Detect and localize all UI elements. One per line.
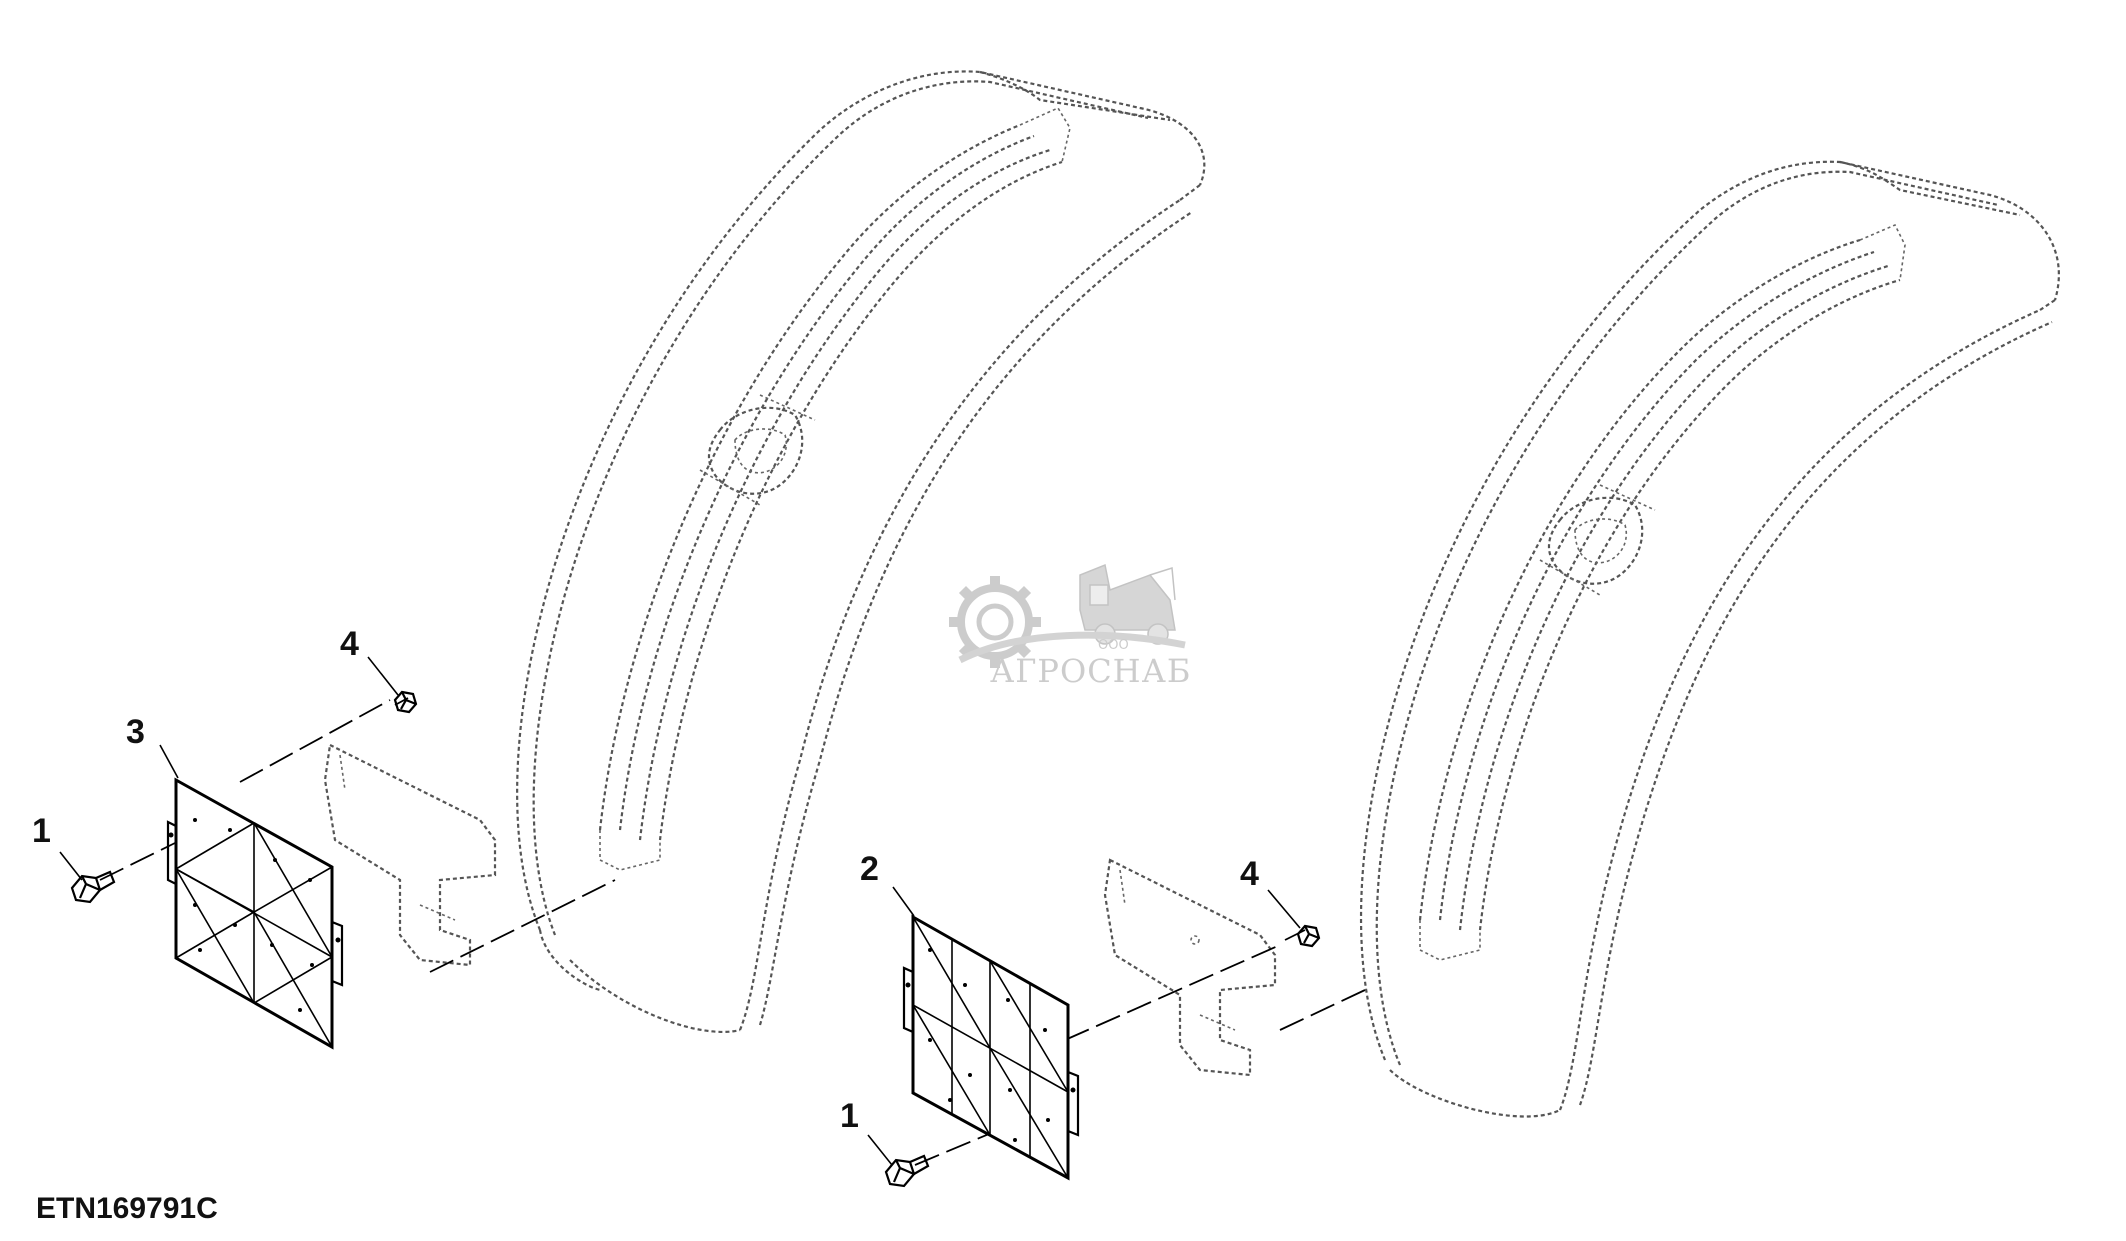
callout-right-nut: 4 [1240,855,1259,893]
callout-left-reflector: 3 [126,713,145,751]
watermark-logo: ООО АГРОСНАБ [949,563,1191,690]
left-bolt[interactable] [70,870,116,904]
right-mounting-bracket-phantom [1103,858,1277,1077]
left-nut[interactable] [393,690,418,714]
callout-right-bolt: 1 [840,1097,859,1135]
callout-right-reflector: 2 [860,850,879,888]
figure-id: ETN169791C [36,1192,218,1225]
leader-lines [59,656,1301,1166]
left-mounting-bracket-phantom [323,743,497,967]
callout-left-bolt: 1 [32,812,51,850]
left-fender-phantom [516,70,1206,1034]
gear-icon [949,576,1041,668]
right-fender-phantom [1359,160,2060,1118]
watermark-swoosh [958,631,1186,664]
right-nut[interactable] [1296,924,1321,948]
right-reflector-plate[interactable] [902,914,1080,1181]
watermark-small-text: ООО [1098,638,1129,653]
right-bolt[interactable] [884,1154,930,1188]
left-reflector-plate[interactable] [166,777,344,1050]
watermark-brand-text: АГРОСНАБ [990,652,1191,690]
callout-left-nut: 4 [340,625,359,663]
